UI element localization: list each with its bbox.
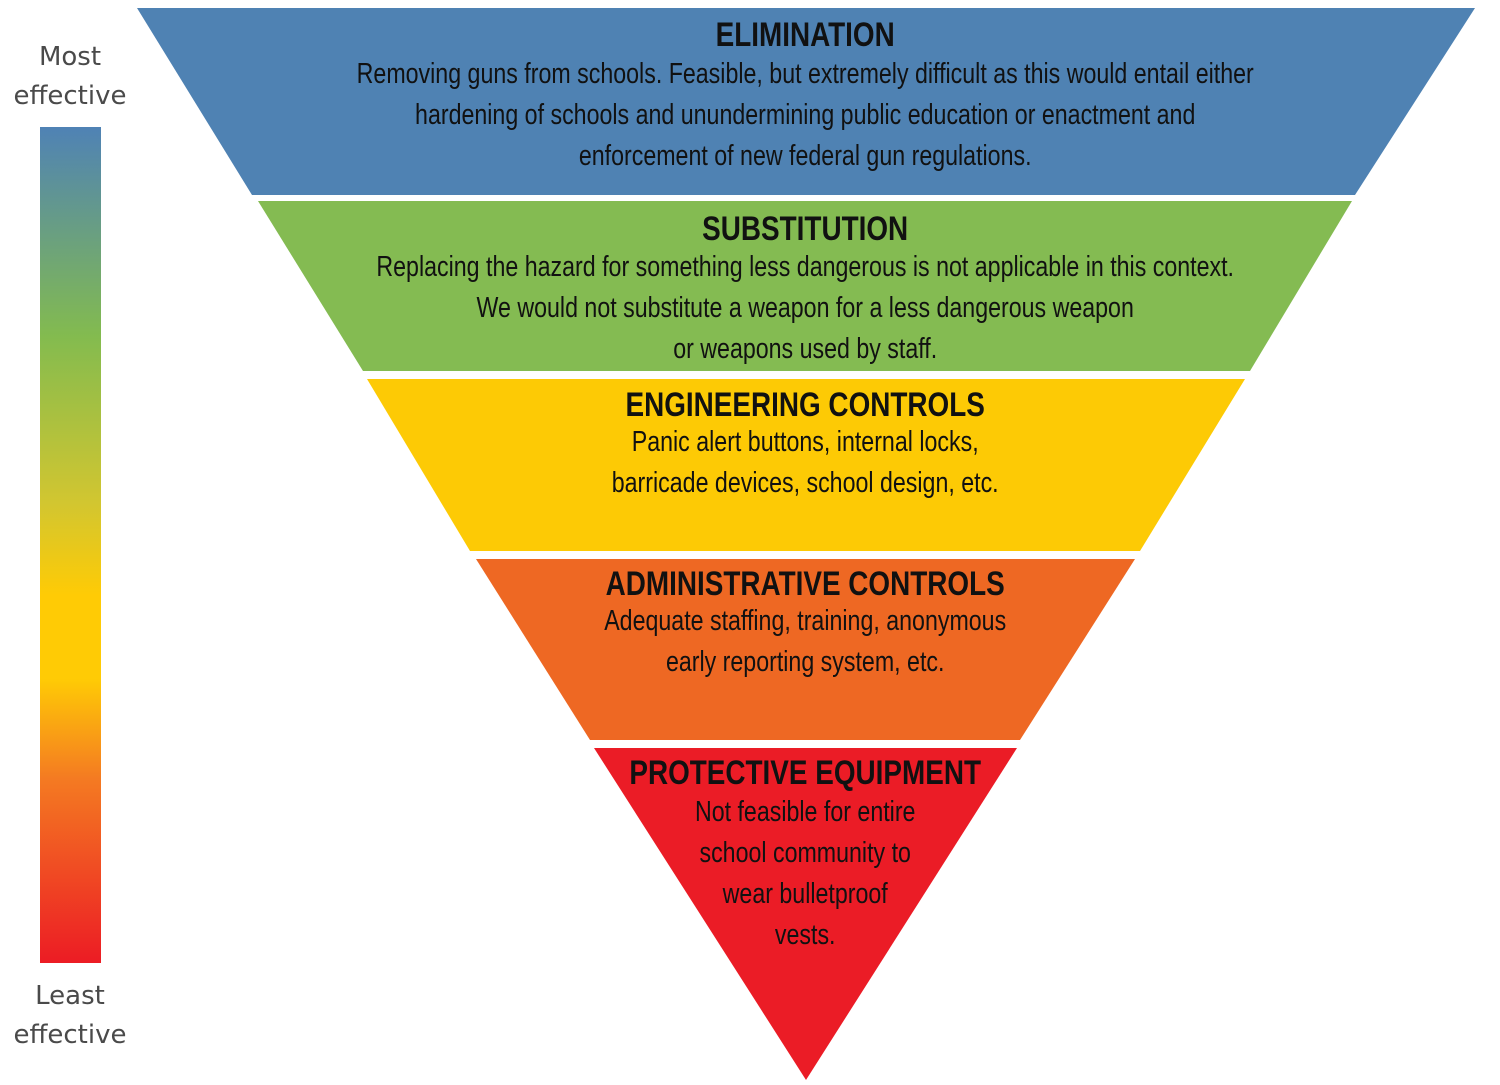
least-effective-label: Least effective [13, 981, 127, 1050]
band-administrative-controls [476, 559, 1135, 740]
effectiveness-gradient-bar [40, 127, 101, 963]
engineering-controls-title: ENGINEERING CONTROLS [625, 386, 985, 424]
substitution-title: SUBSTITUTION [702, 210, 909, 248]
substitution-description: Replacing the hazard for something less … [376, 251, 1235, 365]
elimination-description: Removing guns from schools. Feasible, bu… [356, 58, 1254, 172]
administrative-controls-title: ADMINISTRATIVE CONTROLS [605, 565, 1005, 603]
engineering-controls-description: Panic alert buttons, internal locks, bar… [611, 426, 999, 499]
band-engineering-controls [367, 379, 1245, 551]
protective-equipment-description: Not feasible for entire school community… [694, 796, 916, 951]
elimination-title: ELIMINATION [715, 16, 895, 54]
band-substitution [258, 201, 1352, 371]
band-protective-equipment [594, 748, 1017, 1080]
administrative-controls-description: Adequate staffing, training, anonymous e… [604, 605, 1007, 678]
protective-equipment-title: PROTECTIVE EQUIPMENT [629, 754, 981, 792]
band-elimination [137, 8, 1475, 195]
most-effective-label: Most effective [13, 42, 127, 111]
